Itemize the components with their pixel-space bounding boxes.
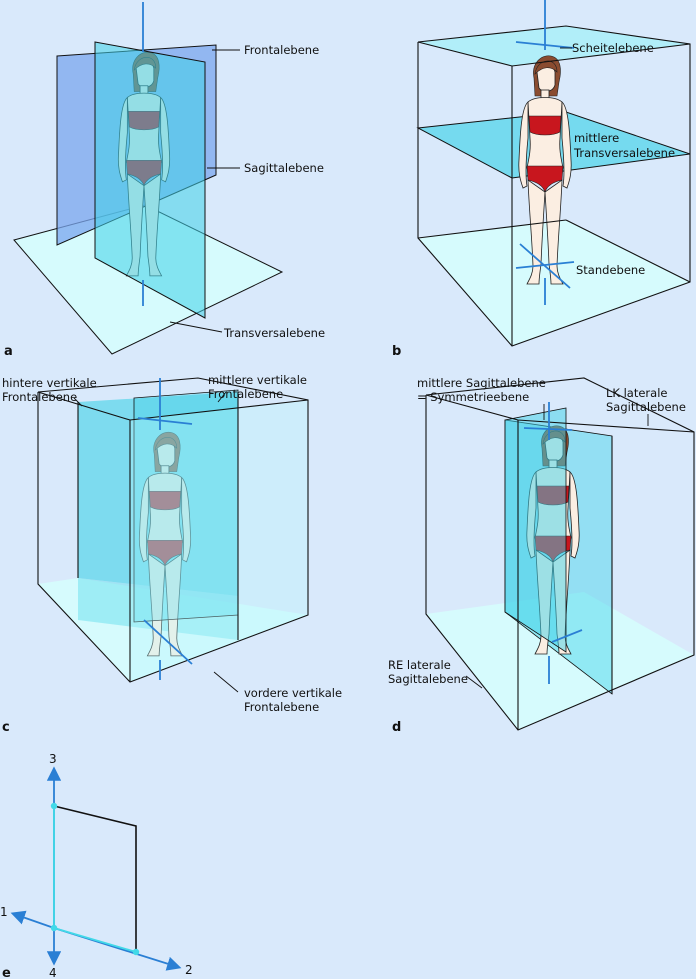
panel-label-d: d <box>392 720 401 735</box>
label-mittlere-c-1: mittlere vertikale <box>208 373 307 387</box>
label-lk-lateral-1: LK laterale <box>606 386 667 400</box>
label-hintere-1: hintere vertikale <box>2 376 97 390</box>
axis-1 <box>10 910 55 929</box>
label-mittlere-c-2: Frontalebene <box>208 387 283 401</box>
label-sagittalebene: Sagittalebene <box>244 161 324 175</box>
panel-label-b: b <box>392 344 401 359</box>
label-transversalebene: Transversalebene <box>223 326 325 340</box>
anterior-frontal-plane <box>130 400 308 682</box>
panel-label-e: e <box>2 966 11 979</box>
label-hintere-2: Frontalebene <box>2 390 77 404</box>
label-frontalebene: Frontalebene <box>244 43 319 57</box>
label-scheitelebene: Scheitelebene <box>572 41 654 55</box>
panel-a: Frontalebene Sagittalebene Transversaleb… <box>4 2 325 359</box>
panel-label-a: a <box>4 344 13 359</box>
label-vordere-2: Frontalebene <box>244 700 319 714</box>
label-symmetrieebene: = Symmetrieebene <box>417 390 529 404</box>
sagittal-plane <box>94 41 206 319</box>
axis-label-4: 4 <box>49 966 57 979</box>
panel-b: Scheitelebene mittlere Transversalebene … <box>392 0 691 359</box>
label-transversalebene-b: Transversalebene <box>573 146 675 160</box>
label-vordere-1: vordere vertikale <box>244 686 342 700</box>
panel-e: 3 1 2 4 e <box>0 752 193 979</box>
axis-label-3: 3 <box>49 752 57 766</box>
label-mittlere-b: mittlere <box>574 131 619 145</box>
axis-label-1: 1 <box>0 905 8 919</box>
panel-label-c: c <box>2 720 10 735</box>
label-re-lateral-1: RE laterale <box>388 658 451 672</box>
label-standebene: Standebene <box>576 263 645 277</box>
axis-label-2: 2 <box>185 963 193 977</box>
panel-c: hintere vertikale Frontalebene mittlere … <box>2 373 342 735</box>
label-re-lateral-2: Sagittalebene <box>388 672 468 686</box>
label-lk-lateral-2: Sagittalebene <box>606 400 686 414</box>
label-mittlere-sagittal: mittlere Sagittalebene <box>417 376 546 390</box>
panel-d: mittlere Sagittalebene = Symmetrieebene … <box>388 376 695 735</box>
median-sagittal-plane <box>504 407 567 653</box>
